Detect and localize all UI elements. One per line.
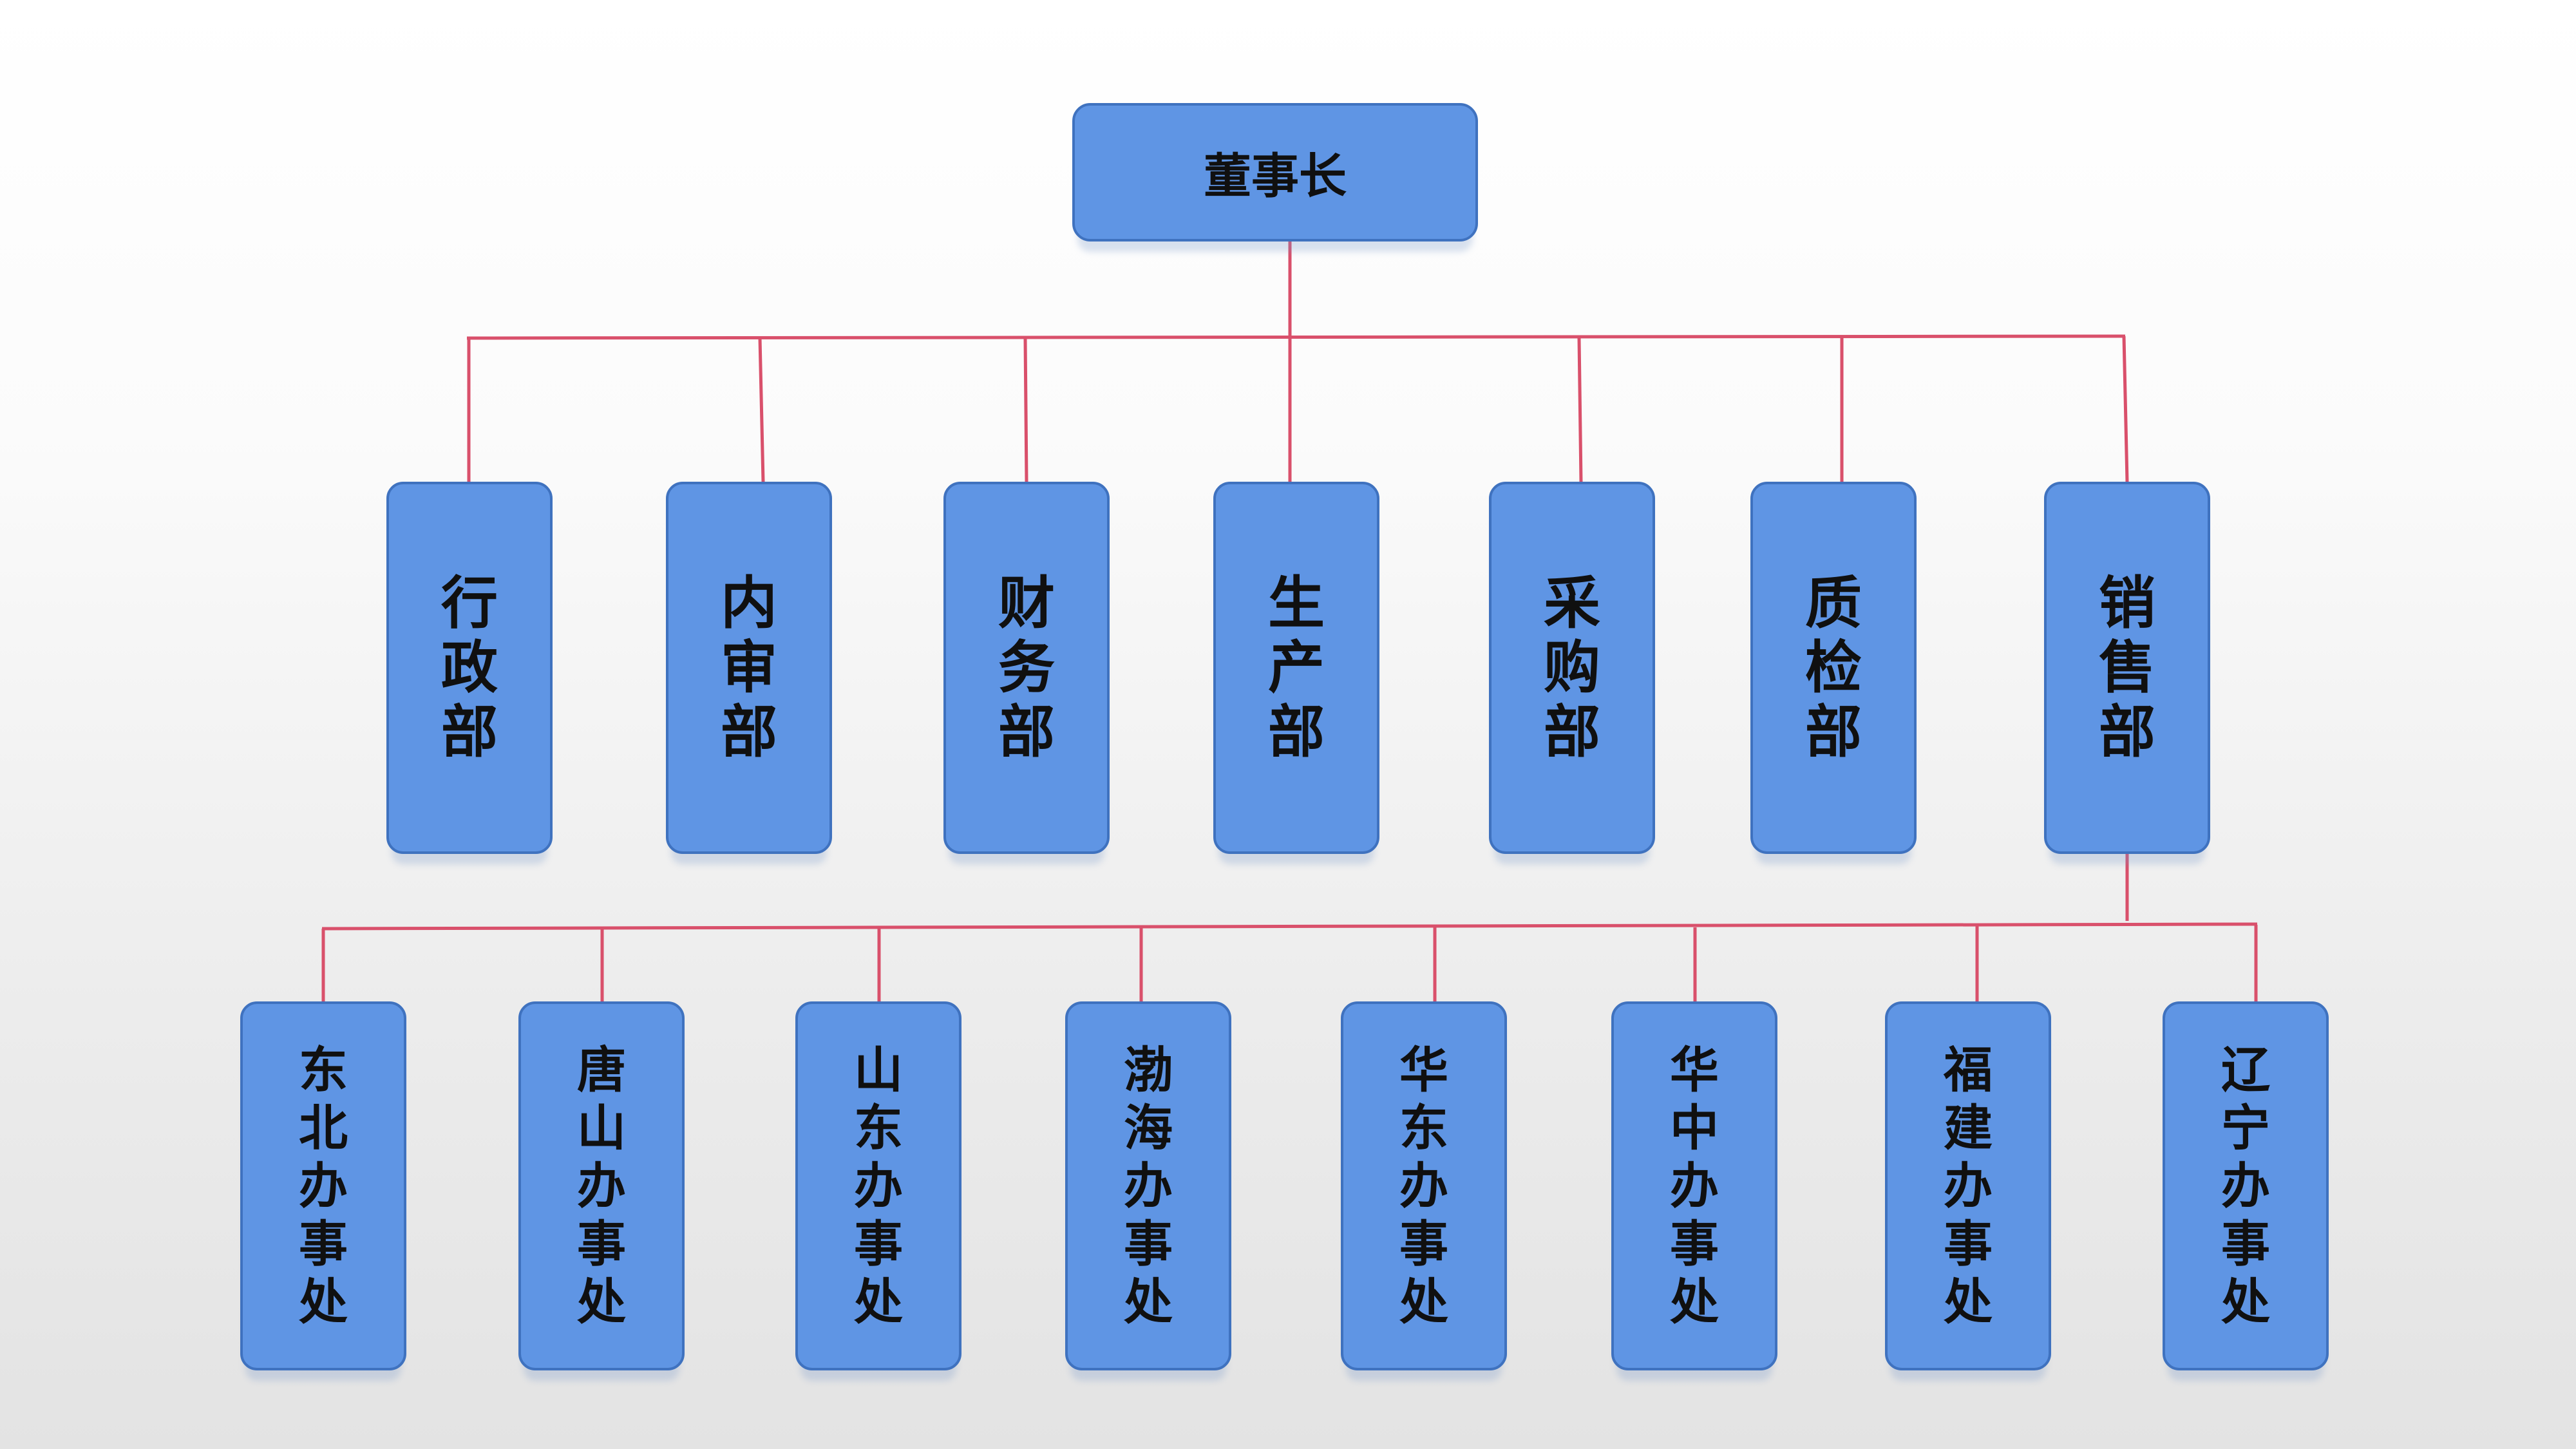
node-dept-internal-audit: 内审部 [666, 482, 832, 854]
node-dept-finance-label: 财务部 [998, 570, 1055, 765]
node-office-tangshan: 唐山办事处 [518, 1001, 685, 1370]
node-office-liaoning: 辽宁办事处 [2163, 1001, 2329, 1370]
node-office-bohai-label: 渤海办事处 [1124, 1041, 1173, 1331]
node-office-bohai: 渤海办事处 [1065, 1001, 1231, 1370]
node-dept-internal-audit-label: 内审部 [720, 570, 777, 765]
node-office-east-china: 华东办事处 [1341, 1001, 1507, 1370]
node-dept-sales: 销售部 [2044, 482, 2210, 854]
node-office-northeast: 东北办事处 [240, 1001, 406, 1370]
node-dept-purchasing: 采购部 [1489, 482, 1655, 854]
node-dept-purchasing-label: 采购部 [1543, 570, 1600, 765]
connector-dept-drop-7 [2122, 336, 2129, 482]
connector-department-bus [466, 334, 2126, 340]
node-office-central-china-label: 华中办事处 [1670, 1041, 1719, 1331]
node-chairman: 董事长 [1072, 103, 1478, 242]
node-chairman-label: 董事长 [1204, 149, 1347, 204]
node-dept-quality-inspection-label: 质检部 [1804, 570, 1862, 765]
connector-dept-drop-2 [758, 337, 765, 482]
connector-office-bus [321, 922, 2258, 931]
connector-dept-drop-3 [1023, 337, 1028, 482]
node-office-east-china-label: 华东办事处 [1399, 1041, 1448, 1331]
node-dept-administration: 行政部 [386, 482, 553, 854]
node-office-central-china: 华中办事处 [1611, 1001, 1777, 1370]
node-dept-production: 生产部 [1213, 482, 1379, 854]
node-dept-quality-inspection: 质检部 [1750, 482, 1917, 854]
node-office-tangshan-label: 唐山办事处 [577, 1041, 626, 1331]
node-office-shandong-label: 山东办事处 [854, 1041, 903, 1331]
node-dept-finance: 财务部 [943, 482, 1110, 854]
node-dept-administration-label: 行政部 [440, 570, 498, 765]
node-office-fujian-label: 福建办事处 [1944, 1041, 1993, 1331]
node-office-fujian: 福建办事处 [1885, 1001, 2051, 1370]
node-office-shandong: 山东办事处 [795, 1001, 961, 1370]
node-office-northeast-label: 东北办事处 [299, 1041, 348, 1331]
connector-dept-drop-5 [1577, 337, 1583, 482]
node-dept-production-label: 生产部 [1267, 570, 1325, 765]
node-dept-sales-label: 销售部 [2098, 570, 2155, 765]
node-office-liaoning-label: 辽宁办事处 [2221, 1041, 2270, 1331]
